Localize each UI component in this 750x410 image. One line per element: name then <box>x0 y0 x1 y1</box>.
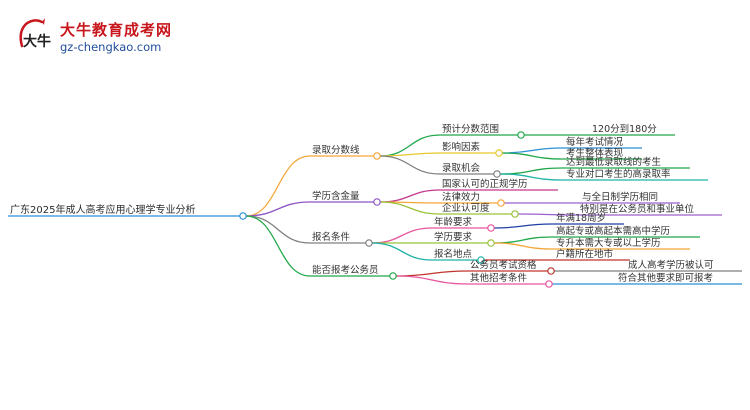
logo-glyphs: 大牛 <box>23 33 51 50</box>
leaf-label-0-0-0: 120分到180分 <box>592 123 657 135</box>
edge-leaf-0-1-0 <box>501 147 563 154</box>
leaf-label-0-1-0: 每年考试情况 <box>566 136 624 148</box>
edge-branch-0 <box>245 155 311 217</box>
edge-branch-2 <box>245 215 311 244</box>
edge-leaf-2-1-1 <box>493 242 553 250</box>
edge-node-2-2 <box>371 242 433 261</box>
mind-map-edges <box>245 134 624 285</box>
mind-map-nodes: 广东2025年成人高考应用心理学专业分析 录取分数线 预计分数范围 120分到180分… <box>8 123 742 288</box>
leaf-label-2-0-0: 年满18周岁 <box>556 212 606 224</box>
node-label-3-1: 其他招考条件 <box>470 272 528 284</box>
leaf-label-0-1-1: 考生整体表现 <box>566 147 624 159</box>
node-collapse-dot-0-0[interactable] <box>517 131 525 139</box>
leaf-label-0-2-1: 专业对口考生的高录取率 <box>566 168 671 180</box>
node-collapse-dot-1-1[interactable] <box>497 199 505 207</box>
node-collapse-dot-2-2[interactable] <box>477 256 485 264</box>
brand-name: 大牛教育成考网 <box>60 21 173 39</box>
node-collapse-dot-2-0[interactable] <box>487 224 495 232</box>
brand-url[interactable]: gz-chengkao.com <box>60 40 162 54</box>
branch-label-1: 学历含金量 <box>312 190 360 202</box>
node-label-1-2: 企业认可度 <box>442 202 490 214</box>
edge-node-3-0 <box>395 270 469 277</box>
leaf-label-3-0-0: 成人高考学历被认可 <box>628 259 714 271</box>
node-collapse-dot-3-1[interactable] <box>545 280 553 288</box>
node-label-0-2: 录取机会 <box>442 162 481 174</box>
branch-collapse-dot-2[interactable] <box>365 239 373 247</box>
edge-node-3-1 <box>395 275 469 285</box>
edge-leaf-0-2-1 <box>499 173 563 181</box>
branch-label-2: 报名条件 <box>312 231 351 243</box>
edge-node-2-0 <box>371 227 433 244</box>
node-collapse-dot-1-2[interactable] <box>511 210 519 218</box>
leaf-label-0-2-0: 达到最低录取线的考生 <box>566 156 662 168</box>
branch-label-3: 能否报考公务员 <box>312 264 379 276</box>
branch-label-0: 录取分数线 <box>312 144 360 156</box>
edge-leaf-1-2-0 <box>517 213 577 216</box>
leaf-label-1-2-0: 特别是在公务员和事业单位 <box>580 203 695 215</box>
node-collapse-dot-0-1[interactable] <box>495 149 503 157</box>
node-collapse-dot-3-0[interactable] <box>547 267 555 275</box>
leaf-label-3-1-0: 符合其他要求即可报考 <box>618 272 713 284</box>
branch-collapse-dot-3[interactable] <box>389 272 397 280</box>
node-collapse-dot-2-1[interactable] <box>487 239 495 247</box>
node-label-2-0: 年龄要求 <box>434 216 473 228</box>
edge-node-1-0 <box>379 189 441 203</box>
edge-node-0-1 <box>379 152 441 157</box>
edge-leaf-2-0-0 <box>493 223 553 229</box>
node-label-1-1: 法律效力 <box>442 191 480 203</box>
node-label-2-2: 报名地点 <box>434 248 473 260</box>
leaf-label-2-1-1: 专升本需大专或以上学历 <box>556 237 661 249</box>
node-label-0-1: 影响因素 <box>442 141 481 153</box>
edge-leaf-0-2-0 <box>499 167 563 175</box>
edge-leaf-2-1-0 <box>493 236 553 244</box>
leaf-label-2-2-0: 户籍所在地市 <box>556 248 614 260</box>
mind-map-root: 广东2025年成人高考应用心理学专业分析 <box>10 203 195 216</box>
node-collapse-dot-0-2[interactable] <box>493 170 501 178</box>
brand-logo: 大牛 大牛教育成考网 gz-chengkao.com <box>14 16 171 56</box>
root-collapse-dot[interactable] <box>239 212 247 220</box>
edge-node-1-2 <box>379 201 441 215</box>
edge-node-0-2 <box>379 155 441 175</box>
node-label-1-0: 国家认可的正规学历 <box>442 178 528 190</box>
edge-leaf-0-1-1 <box>501 152 563 160</box>
edge-branch-3 <box>245 215 311 277</box>
leaf-label-2-1-0: 高起专或高起本需高中学历 <box>556 225 670 237</box>
branch-collapse-dot-1[interactable] <box>373 198 381 206</box>
node-label-0-0: 预计分数范围 <box>442 123 499 135</box>
logo-bull-icon: 大牛 <box>19 18 51 50</box>
node-label-2-1: 学历要求 <box>434 231 473 243</box>
leaf-label-1-1-0: 与全日制学历相同 <box>582 191 658 203</box>
branch-collapse-dot-0[interactable] <box>373 152 381 160</box>
edge-branch-1 <box>245 201 311 217</box>
node-label-3-0: 公务员考试资格 <box>470 259 537 271</box>
